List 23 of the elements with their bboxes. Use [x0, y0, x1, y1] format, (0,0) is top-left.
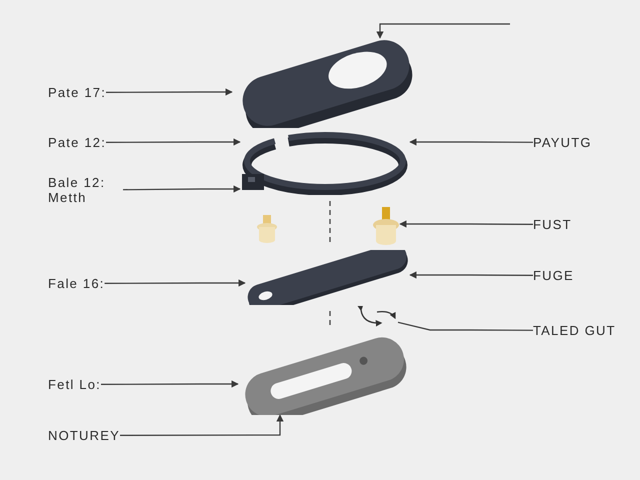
part-label: NOTUREY	[48, 428, 120, 443]
leader-line	[409, 271, 533, 279]
part-label: TALED GUT	[533, 323, 616, 338]
part-label: FUST	[533, 217, 572, 232]
part-label: Fale 16:	[48, 276, 105, 291]
part-label: Pate 17:	[48, 85, 106, 100]
leader-line	[106, 88, 233, 96]
leader-line	[409, 138, 533, 146]
part-label: Bale 12: Metth	[48, 175, 123, 205]
leader-line	[376, 23, 510, 39]
part-label: Fetl Lo:	[48, 377, 101, 392]
rotation-arrows-icon	[355, 306, 398, 328]
leader-line	[123, 185, 241, 193]
leader-line	[101, 380, 239, 388]
part-label: FUGE	[533, 268, 574, 283]
leader-line	[399, 220, 533, 228]
part-label: PAYUTG	[533, 135, 592, 150]
screw-drawing	[372, 205, 400, 246]
leader-line	[398, 322, 533, 331]
part-label: Pate 12:	[48, 135, 106, 150]
leader-line	[120, 414, 284, 436]
leader-line	[104, 279, 246, 287]
leader-line	[106, 138, 241, 146]
